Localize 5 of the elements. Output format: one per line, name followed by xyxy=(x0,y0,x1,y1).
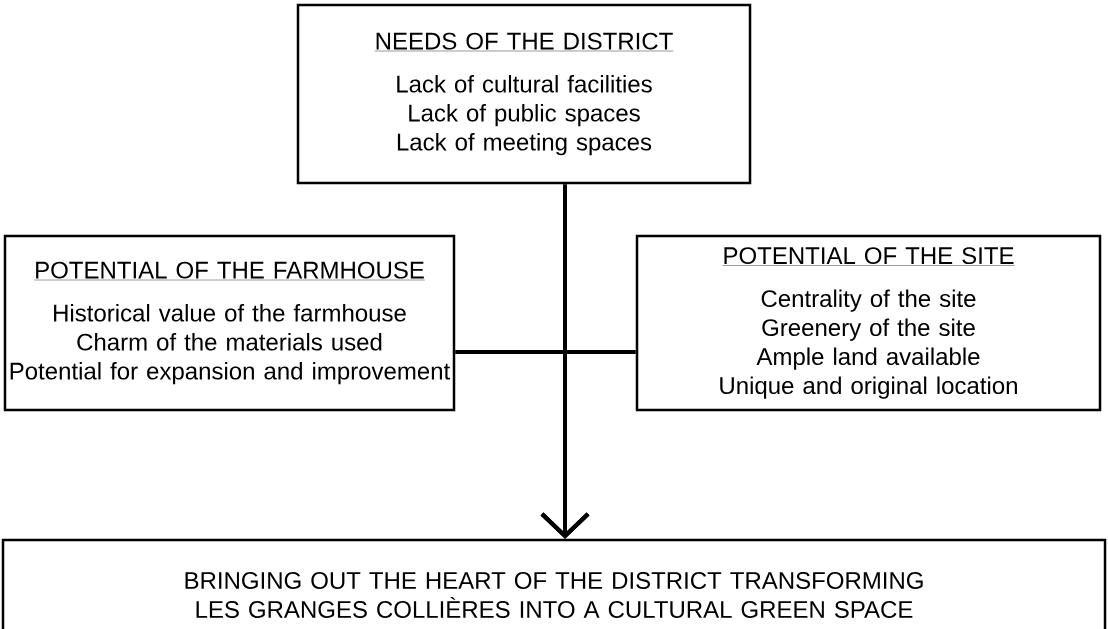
arrow xyxy=(540,350,636,539)
result-box: BRINGING OUT THE HEART OF THE DISTRICT TRANSFORMING LES GRANGES COLLIÈRES INTO A CULTURAL GREEN SPACE xyxy=(1,538,1107,629)
text-box: POTENTIAL OF THE SITE Centrality of the site Greenery of the site Ample land available Unique and original location xyxy=(635,234,1102,412)
text-box: NEEDS OF THE DISTRICT Lack of cultural facilities Lack of public spaces Lack of meeting spaces xyxy=(296,3,752,185)
text-box: POTENTIAL OF THE FARMHOUSE Historical value of the farmhouse Charm of the materials used Potential for expansion and improvement xyxy=(3,234,456,412)
